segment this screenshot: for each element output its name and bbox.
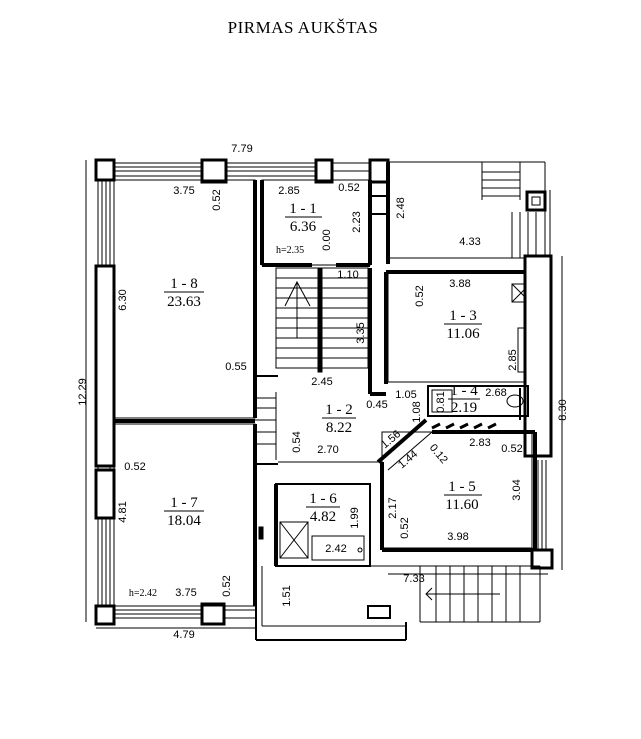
plan-title: PIRMAS AUKŠTAS: [228, 18, 379, 37]
svg-text:8.30: 8.30: [557, 399, 569, 420]
svg-text:3.04: 3.04: [511, 479, 523, 500]
svg-text:0.52: 0.52: [211, 189, 223, 210]
svg-text:2.19: 2.19: [451, 400, 477, 416]
stair-treads: [276, 277, 368, 359]
stair-divider: [317, 267, 323, 373]
svg-text:2.48: 2.48: [395, 197, 407, 218]
door-marker: [258, 526, 264, 540]
shower-box: [279, 521, 309, 559]
svg-text:3.75: 3.75: [175, 587, 196, 599]
svg-text:2.85: 2.85: [278, 185, 299, 197]
svg-text:2.45: 2.45: [311, 376, 332, 388]
svg-text:23.63: 23.63: [167, 294, 201, 310]
svg-text:0.81: 0.81: [435, 391, 447, 412]
room-1-4-outline: [427, 385, 529, 417]
svg-text:6.36: 6.36: [290, 219, 317, 235]
svg-text:0.12: 0.12: [427, 442, 450, 466]
svg-text:0.55: 0.55: [225, 361, 246, 373]
height-label-1-1: h=2.35: [276, 245, 304, 256]
svg-text:4.82: 4.82: [310, 509, 336, 525]
svg-text:1 - 7: 1 - 7: [170, 495, 198, 511]
svg-text:1 - 1: 1 - 1: [289, 201, 317, 217]
corner-pillar-bottom-left: [94, 604, 116, 626]
dimension-leaders: [85, 160, 563, 629]
svg-text:18.04: 18.04: [167, 513, 201, 529]
svg-text:3.88: 3.88: [449, 278, 470, 290]
bathtub: [311, 535, 365, 561]
svg-text:4.79: 4.79: [173, 629, 194, 641]
svg-text:7.79: 7.79: [231, 143, 252, 155]
svg-text:1 - 4: 1 - 4: [450, 383, 478, 399]
svg-text:6.30: 6.30: [117, 289, 129, 310]
svg-text:2.70: 2.70: [317, 444, 338, 456]
terrace-object: [367, 605, 391, 619]
room-1-5-label: 1 - 5 11.60: [444, 479, 482, 513]
svg-text:1.10: 1.10: [337, 269, 358, 281]
svg-text:1.44: 1.44: [396, 448, 420, 471]
svg-text:3.98: 3.98: [447, 531, 468, 543]
svg-text:0.52: 0.52: [399, 517, 411, 538]
svg-text:2.85: 2.85: [507, 349, 519, 370]
svg-text:1 - 5: 1 - 5: [448, 479, 476, 495]
svg-text:3.75: 3.75: [173, 185, 194, 197]
svg-text:11.60: 11.60: [445, 497, 478, 513]
svg-text:0.52: 0.52: [501, 443, 522, 455]
svg-text:0.52: 0.52: [414, 285, 426, 306]
chimney: [525, 190, 547, 212]
pillar-top-mid: [314, 158, 334, 184]
svg-text:2.17: 2.17: [387, 497, 399, 518]
svg-text:1.51: 1.51: [281, 585, 293, 606]
svg-text:12.29: 12.29: [77, 378, 89, 406]
room-1-7-label: 1 - 7 18.04: [164, 495, 204, 529]
pillar-top: [200, 158, 228, 184]
svg-text:8.22: 8.22: [326, 420, 352, 436]
right-wall: [523, 254, 553, 458]
svg-text:0.45: 0.45: [366, 399, 387, 411]
svg-text:2.23: 2.23: [351, 211, 363, 232]
svg-text:4.33: 4.33: [459, 236, 480, 248]
svg-text:1 - 2: 1 - 2: [325, 402, 353, 418]
pillar-top-right: [368, 158, 390, 184]
svg-text:1 - 8: 1 - 8: [170, 276, 198, 292]
svg-text:0.52: 0.52: [338, 182, 359, 194]
svg-text:1 - 6: 1 - 6: [309, 491, 337, 507]
svg-text:0.52: 0.52: [221, 575, 233, 596]
svg-text:1.99: 1.99: [349, 507, 361, 528]
svg-text:2.42: 2.42: [325, 543, 346, 555]
svg-text:4.81: 4.81: [117, 501, 129, 522]
room-1-6-label: 1 - 6 4.82: [306, 491, 340, 525]
svg-text:0.54: 0.54: [291, 431, 303, 452]
svg-text:2.83: 2.83: [469, 437, 490, 449]
svg-text:1.05: 1.05: [395, 389, 416, 401]
svg-text:0.52: 0.52: [124, 461, 145, 473]
room-1-2-label: 1 - 2 8.22: [322, 402, 356, 436]
svg-text:0.00: 0.00: [321, 229, 333, 250]
toilet: [506, 394, 524, 408]
vent-marks: [431, 422, 497, 430]
dimension-labels: 7.79 3.75 0.52 2.85 0.52 2.48 2.23 0.00 …: [77, 143, 569, 641]
svg-text:3.35: 3.35: [355, 322, 367, 343]
room-1-3-label: 1 - 3 11.06: [444, 308, 482, 342]
room-1-8-label: 1 - 8 23.63: [164, 276, 204, 310]
svg-text:2.68: 2.68: [485, 387, 506, 399]
corner-pillar-top-left: [94, 158, 116, 182]
diagonal-wall: [376, 418, 428, 464]
exterior-steps: [419, 565, 541, 623]
height-label-1-7: h=2.42: [129, 588, 157, 599]
left-wall-mid: [94, 264, 116, 468]
room-1-1-label: 1 - 1 6.36: [285, 201, 322, 235]
svg-text:1.08: 1.08: [411, 401, 423, 422]
svg-text:11.06: 11.06: [446, 326, 480, 342]
room-1-4-label: 1 - 4 2.19: [448, 383, 480, 416]
svg-text:7.33: 7.33: [403, 573, 424, 585]
svg-text:1 - 3: 1 - 3: [449, 308, 477, 324]
